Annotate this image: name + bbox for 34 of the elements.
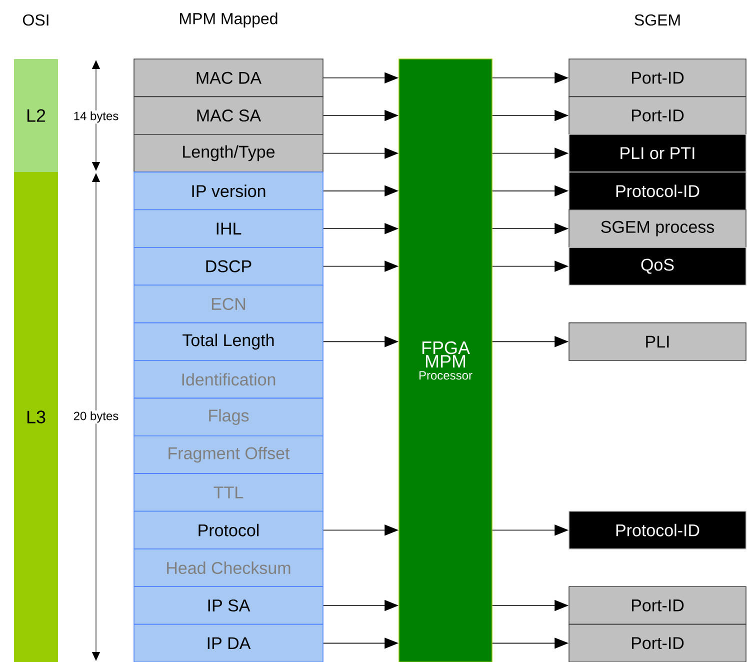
field-box: MAC DA: [134, 58, 324, 98]
layer-band: L3: [14, 172, 58, 662]
field-box: TTL: [134, 473, 324, 512]
field-box: Identification: [134, 360, 324, 399]
layer-band: L2: [14, 59, 58, 172]
output-box: PLI: [568, 322, 746, 361]
output-box: SGEM process: [568, 209, 746, 248]
output-box: Protocol-ID: [568, 172, 746, 210]
dimension-label: 14 bytes: [72, 110, 120, 124]
field-box: DSCP: [134, 247, 324, 286]
field-box: IP DA: [134, 624, 324, 662]
column-heading: OSI: [22, 14, 48, 26]
output-box: Port-ID: [568, 586, 746, 625]
output-box: PLI or PTI: [568, 134, 746, 172]
output-box: Port-ID: [568, 58, 746, 98]
field-box: IP SA: [134, 586, 324, 625]
field-box: Protocol: [134, 510, 324, 550]
field-box: Fragment Offset: [134, 435, 324, 474]
field-box: IHL: [134, 209, 324, 248]
field-box: IP version: [134, 172, 324, 210]
dimension-label: 20 bytes: [72, 410, 120, 424]
field-box: MAC SA: [134, 96, 324, 135]
field-box: Total Length: [134, 322, 324, 361]
output-box: Protocol-ID: [568, 510, 746, 550]
column-heading: MPM Mapped: [180, 12, 278, 28]
field-box: Head Checksum: [134, 548, 324, 588]
field-box: ECN: [134, 284, 324, 324]
output-box: Port-ID: [568, 96, 746, 135]
output-box: Port-ID: [568, 624, 746, 662]
field-box: Length/Type: [134, 134, 324, 172]
column-heading: SGEM: [634, 14, 680, 26]
field-box: Flags: [134, 398, 324, 436]
output-box: QoS: [568, 247, 746, 286]
processor-box: FPGA MPM Processor: [398, 58, 492, 662]
